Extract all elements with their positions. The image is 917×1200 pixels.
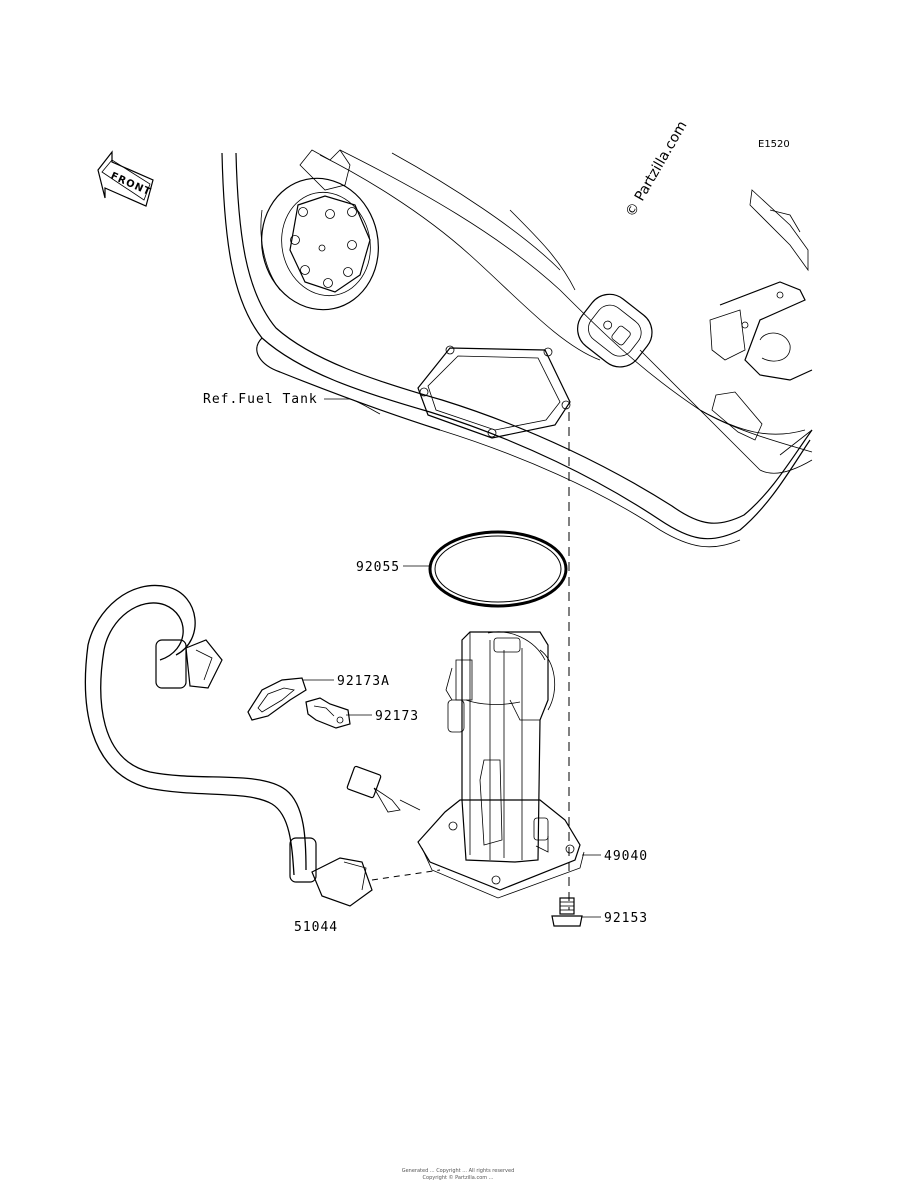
- watermark: © Partzilla.com: [623, 118, 691, 220]
- footer-line-1: Generated ... Copyright ... All rights r…: [402, 1168, 515, 1174]
- clamp-92173: [305, 697, 351, 729]
- fuel-tank: [221, 149, 813, 548]
- callout-49040: 49040: [604, 849, 648, 864]
- fuel-hose-51044: [84, 584, 373, 907]
- diagram-code: E1520: [758, 139, 790, 150]
- bolt-92153: [551, 897, 583, 927]
- clamp-92173A: [247, 677, 307, 721]
- callout-92173A: 92173A: [337, 674, 390, 689]
- callout-92055: 92055: [356, 560, 400, 575]
- callout-92153: 92153: [604, 911, 648, 926]
- gasket-ring-92055: [428, 530, 568, 608]
- hose-connection-line: [371, 869, 441, 881]
- fuel-pump-assembly-49040: [417, 631, 585, 899]
- front-arrow-label: FRONT: [109, 171, 153, 199]
- footer-line-2: Copyright © Partzilla.com ...: [423, 1174, 494, 1181]
- wire-connector: [346, 765, 421, 813]
- leader-lines: [303, 398, 601, 918]
- front-arrow-icon: FRONT: [97, 150, 154, 207]
- callout-92173: 92173: [375, 709, 419, 724]
- callout-ref-fuel-tank: Ref.Fuel Tank: [203, 392, 318, 407]
- cap-bolt-holes: [290, 207, 357, 288]
- callout-51044: 51044: [294, 920, 338, 935]
